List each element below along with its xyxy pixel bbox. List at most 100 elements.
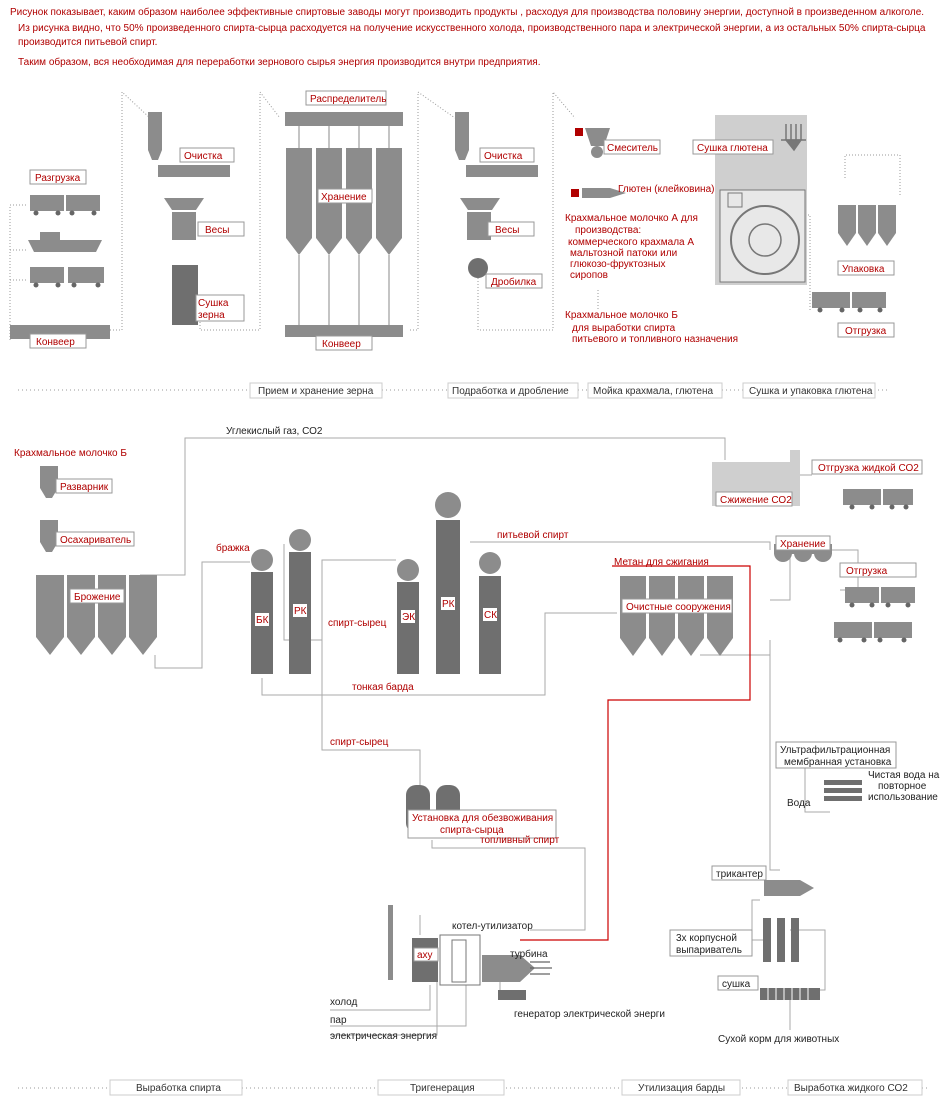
conveyor2-label: Конвеер	[322, 339, 361, 350]
intro-line-3: Таким образом, вся необходимая для перер…	[18, 57, 541, 68]
rk1-label: РК	[294, 606, 307, 617]
milk-b-line3: питьевого и топливного назначения	[572, 334, 738, 345]
conveyor1-label: Конвеер	[36, 337, 75, 348]
thin-stillage-label: тонкая барда	[352, 681, 414, 693]
unload-label-box	[29, 169, 87, 185]
tricanter-box	[711, 865, 767, 881]
tricanter-icon	[764, 880, 814, 896]
milk-a-line2: производства:	[575, 225, 641, 236]
evaporator-unit	[763, 918, 799, 962]
shipping-top-box	[837, 322, 895, 338]
stage-top-1-box	[249, 382, 383, 399]
uf-box	[775, 741, 897, 769]
methane-label: Метан для сжигания	[614, 557, 709, 568]
stage-top-1: Прием и хранение зерна	[258, 386, 374, 397]
milk-b-line2: для выработки спирта	[572, 322, 676, 334]
storage-silos	[285, 112, 403, 337]
cleaning-column-1	[148, 112, 230, 325]
storage-label: Хранение	[321, 192, 367, 203]
milk-b-bottom: Крахмальное молочко Б	[14, 448, 127, 459]
stage-top-2: Подработка и дробление	[452, 385, 569, 397]
ahu-label: аху	[417, 950, 433, 961]
packing-silos	[812, 205, 896, 313]
cold-label: холод	[330, 997, 358, 1008]
packing-label: Упаковка	[842, 264, 885, 275]
saccharifier-box	[55, 531, 135, 547]
shipping-vehicles	[834, 587, 915, 643]
stage-top-2-box	[447, 382, 579, 399]
rk2-label: РК	[442, 599, 455, 610]
intro-line-1: Рисунок показывает, каким образом наибол…	[10, 7, 925, 18]
generator-label: генератор электрической энерги	[514, 1009, 665, 1020]
stage-top-3-box	[587, 382, 723, 399]
stage-bottom-4: Выработка жидкого СО2	[794, 1082, 908, 1094]
stage-top-4-box	[742, 382, 876, 399]
unload-label: Разгрузка	[35, 173, 81, 184]
top-dotted-lines	[9, 90, 901, 340]
stage-bottom-1-box	[109, 1079, 243, 1096]
milk-b-line1: Крахмальное молочко Б	[565, 310, 678, 321]
gluten-dry-label: Сушка глютена	[697, 143, 768, 154]
conveyor1-label-box	[29, 333, 87, 349]
milk-a-line1: Крахмальное молочко А для	[565, 213, 698, 224]
stage-top-4: Сушка и упаковка глютена	[749, 386, 873, 397]
silo-feed-lines	[298, 126, 390, 325]
fermentation-label: Брожение	[74, 592, 121, 603]
milk-a-line4: мальтозной патоки или	[570, 248, 677, 259]
ahu-box	[413, 947, 439, 962]
sk-label: СК	[484, 610, 497, 621]
clean-water-line1: Чистая вода на	[868, 770, 940, 781]
cleaning-column-2	[455, 112, 538, 278]
milk-a-line3: коммерческого крахмала А	[568, 237, 694, 248]
evaporator-line1: 3х корпусной	[676, 933, 737, 944]
shipping-bottom-label: Отгрузка	[846, 566, 888, 577]
uf-line2: мембранная установка	[784, 756, 892, 768]
evaporator-line2: выпариватель	[676, 945, 742, 956]
scales1-label: Весы	[205, 225, 229, 236]
mixer-label: Смеситель	[607, 143, 658, 154]
co2-liquefaction-label: Сжижение СО2	[720, 495, 792, 506]
drying-grain-line1: Сушка	[198, 298, 229, 309]
feed-label: Сухой корм для животных	[718, 1034, 839, 1045]
mixer-box	[603, 139, 661, 155]
treatment-box	[621, 598, 733, 614]
fermentation-box	[69, 588, 125, 604]
unload-vehicles	[10, 195, 110, 339]
drying-grain-line2: зерна	[198, 310, 225, 321]
shipping-bottom-box	[839, 562, 917, 578]
mixer-unit	[571, 128, 626, 198]
conveyor2-box	[315, 335, 373, 351]
treatment-tanks	[620, 576, 733, 656]
raw-spirit-2-label: спирт-сырец	[330, 737, 389, 748]
boiler-box	[55, 478, 113, 494]
intro-text: Рисунок показывает, каким образом наибол…	[10, 6, 940, 72]
bk-label: БК	[256, 615, 269, 626]
cleaning1-box	[179, 147, 235, 163]
gluten-label: Глютен (клейковина)	[618, 184, 714, 195]
drinking-spirit-label: питьевой спирт	[497, 530, 569, 541]
bottom-process-lines	[140, 437, 859, 1036]
sk-box	[483, 608, 497, 621]
storage-bottom-label: Хранение	[780, 539, 826, 550]
stage-bottom-3-box	[621, 1079, 741, 1096]
stage-bottom-4-box	[787, 1079, 923, 1096]
stage-top-3: Мойка крахмала, глютена	[593, 386, 714, 397]
trigeneration-unit	[388, 905, 552, 1000]
packing-box	[837, 260, 895, 276]
clean-water-line2: повторное	[878, 781, 927, 792]
bk-box	[255, 613, 269, 626]
clean-water-line3: использование	[868, 792, 938, 803]
storage-box	[317, 188, 373, 204]
scales2-label: Весы	[495, 225, 519, 236]
boiler-unit	[40, 466, 58, 552]
cleaning2-label: Очистка	[484, 151, 523, 162]
distributor-box	[305, 90, 387, 106]
co2-gas-label: Углекислый газ, СО2	[226, 426, 323, 437]
steam-label: пар	[330, 1015, 347, 1026]
stage-bottom-2-box	[377, 1079, 505, 1096]
fermentation-tanks	[36, 575, 157, 655]
water-label: Вода	[787, 798, 811, 809]
evaporator-box	[669, 929, 753, 957]
treatment-label: Очистные сооружения	[626, 602, 731, 613]
dehydration-box	[407, 809, 557, 839]
